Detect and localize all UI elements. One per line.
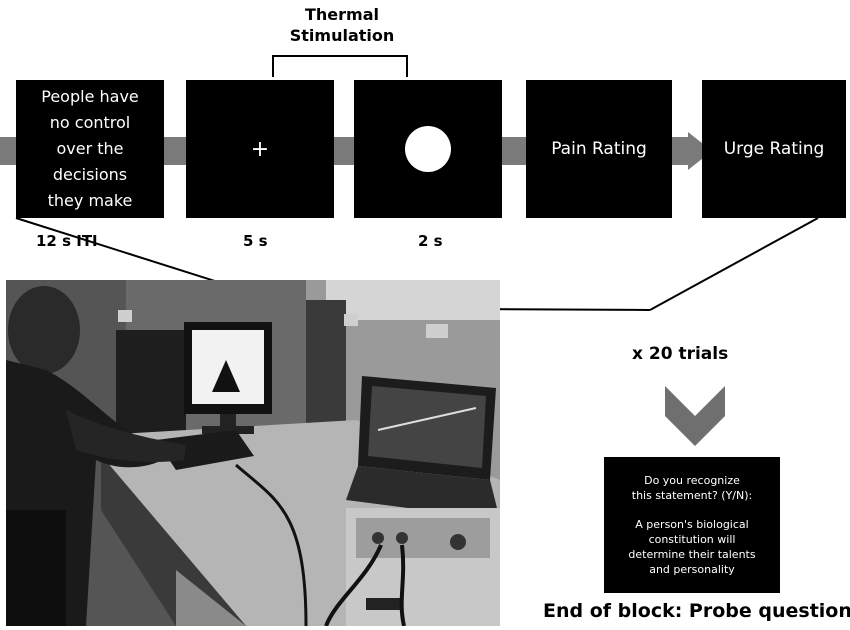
desk-side: [101, 455, 246, 626]
cable: [324, 544, 383, 626]
probe-statement-line: and personality: [649, 563, 735, 576]
lab-photo: [6, 280, 500, 626]
probe-statement-line: determine their talents: [628, 548, 756, 561]
zoom-line-right: [649, 217, 819, 311]
statement-line: decisions: [52, 165, 128, 184]
person-head: [8, 286, 80, 374]
thermal-label-line1: Thermal: [305, 5, 379, 24]
statement-line: People have: [41, 87, 139, 106]
statement-line: no control: [49, 113, 131, 132]
trials-count-label: x 20 trials: [632, 344, 729, 364]
thermal-label-line2: Stimulation: [289, 26, 395, 45]
statement-screen: People have no control over the decision…: [16, 80, 164, 218]
urge-rating-label: Urge Rating: [723, 139, 825, 159]
laptop-base: [346, 466, 500, 520]
device-knob: [372, 532, 384, 544]
thermal-bracket: [272, 55, 408, 77]
statement-text: People have no control over the decision…: [35, 84, 145, 214]
device-display: [366, 598, 400, 610]
triangle-stimulus: [212, 360, 240, 392]
stimulus-duration-label: 2 s: [418, 232, 443, 250]
statement-line: over the: [56, 139, 124, 158]
device-knob: [396, 532, 408, 544]
laptop-screen-line: [377, 407, 477, 431]
wall-outlet: [118, 310, 132, 322]
pain-rating-label: Pain Rating: [551, 139, 647, 159]
fixation-screen: +: [186, 80, 334, 218]
laptop-screen: [368, 386, 486, 468]
probe-question-line: Do you recognize: [644, 474, 740, 487]
urge-rating-screen: Urge Rating: [702, 80, 846, 218]
probe-caption: End of block: Probe question: [543, 600, 850, 622]
chair: [6, 510, 66, 626]
device-knob: [450, 534, 466, 550]
wall-outlet: [426, 324, 448, 338]
probe-question-line: this statement? (Y/N):: [631, 489, 753, 502]
pain-rating-screen: Pain Rating: [526, 80, 672, 218]
probe-statement-line: A person's biological: [635, 518, 749, 531]
thermal-stimulation-label: Thermal Stimulation: [282, 4, 402, 46]
cable: [399, 544, 406, 626]
stimulus-circle: [405, 126, 451, 172]
fixation-duration-label: 5 s: [243, 232, 268, 250]
probe-statement-line: constitution will: [648, 533, 736, 546]
probe-question-screen: Do you recognize this statement? (Y/N): …: [604, 457, 780, 593]
monitor-base: [202, 426, 254, 434]
iti-label: 12 s ITI: [36, 232, 98, 250]
statement-line: they make: [47, 191, 133, 210]
stimulus-screen: [354, 80, 502, 218]
wall-outlet: [344, 314, 358, 326]
floor: [176, 570, 246, 626]
cabinet: [116, 330, 186, 440]
monitor-stand: [220, 414, 236, 428]
probe-statement: A person's biological constitution will …: [628, 517, 755, 577]
probe-question: Do you recognize this statement? (Y/N):: [632, 473, 752, 503]
whiteboard: [326, 280, 500, 320]
person-arm: [66, 410, 186, 462]
cable: [235, 463, 308, 626]
down-chevron: [665, 386, 725, 446]
fixation-cross: +: [250, 136, 270, 162]
